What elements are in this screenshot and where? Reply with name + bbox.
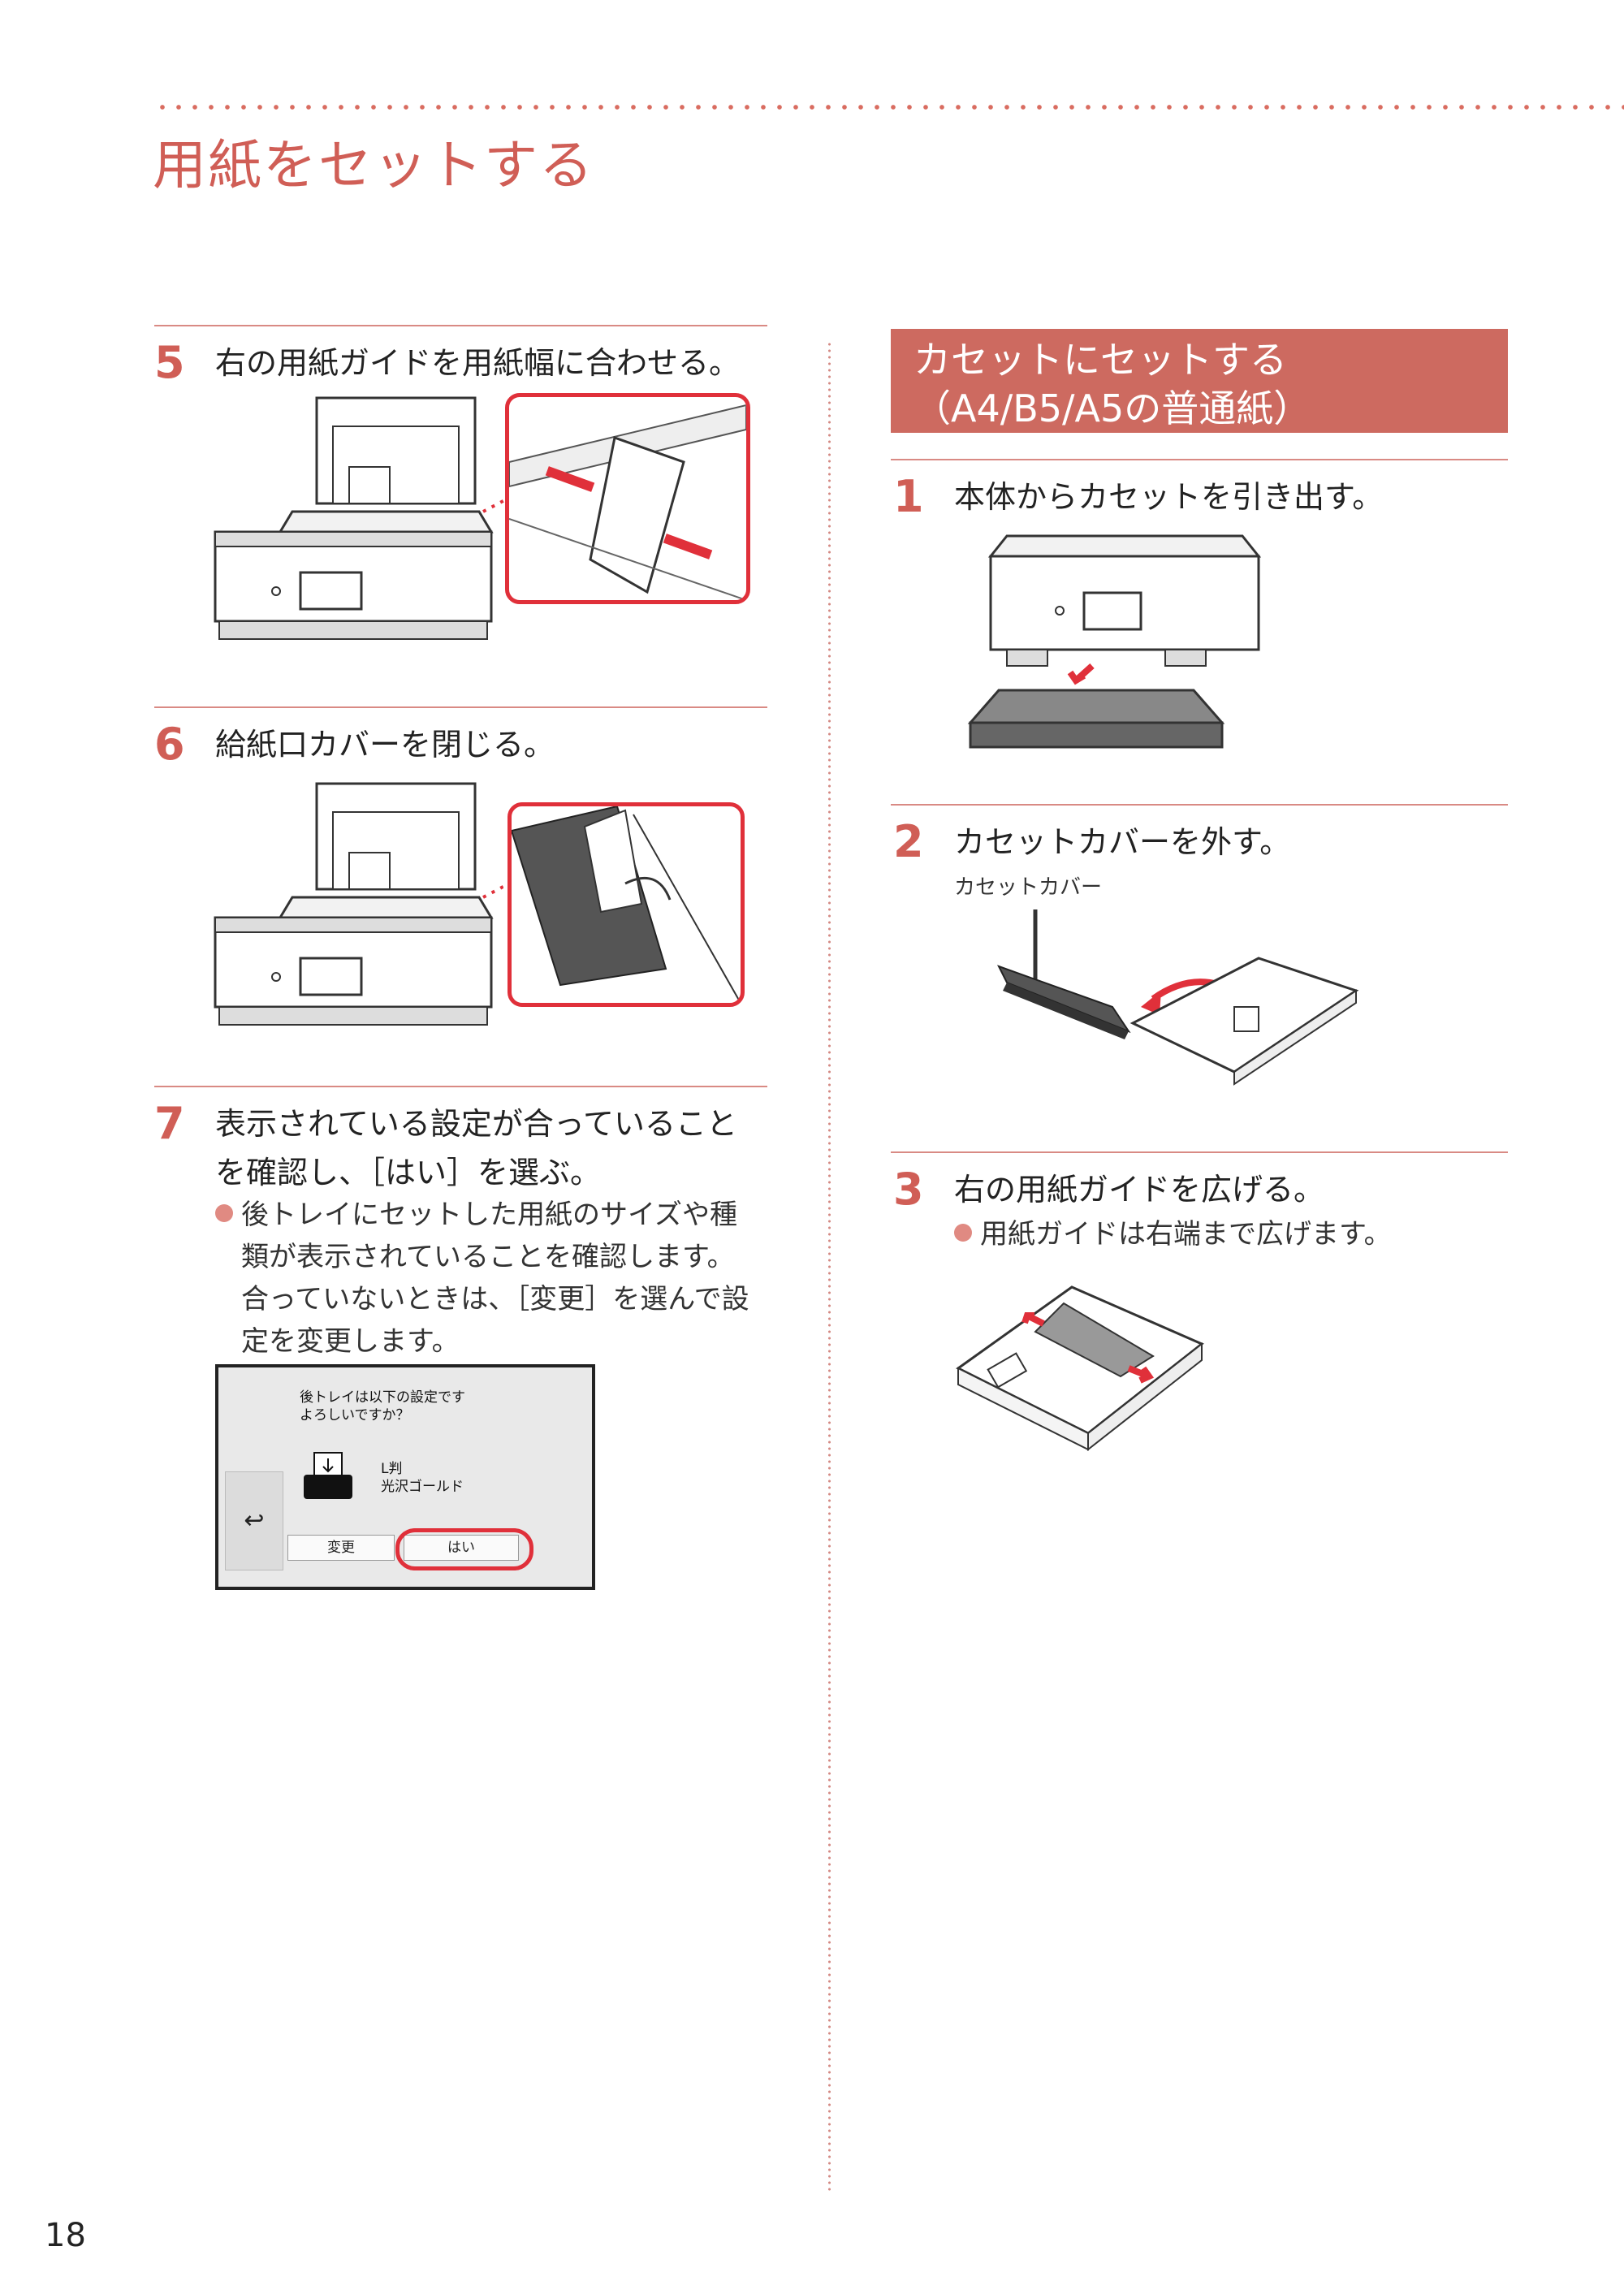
- step-text: 右の用紙ガイドを用紙幅に合わせる。: [215, 345, 741, 381]
- bullet-icon: [954, 1224, 972, 1242]
- note-line: 用紙ガイドは右端まで広げます。: [954, 1213, 1392, 1255]
- cassette-pull-illustration: [967, 534, 1262, 749]
- cassette-cover-caption: カセットカバー: [954, 875, 1103, 900]
- step-rule: [891, 1151, 1508, 1153]
- step-text: カセットカバーを外す。: [954, 824, 1291, 860]
- note-line: 類が表示されていることを確認します。: [241, 1241, 735, 1273]
- step-number: 5: [154, 337, 185, 388]
- step-number: 3: [893, 1164, 924, 1215]
- page-number: 18: [45, 2217, 86, 2254]
- step-rule: [154, 325, 767, 326]
- step-rule: [891, 459, 1508, 460]
- step-number: 6: [154, 719, 185, 770]
- step-rule: [891, 804, 1508, 806]
- step-rule: [154, 1086, 767, 1087]
- screen-message: 後トレイは以下の設定です よろしいですか？: [300, 1389, 465, 1423]
- change-button[interactable]: 変更: [287, 1535, 395, 1561]
- note-line: 後トレイにセットした用紙のサイズや種: [215, 1194, 737, 1236]
- step-number: 2: [893, 816, 924, 867]
- cassette-cover-illustration: [996, 909, 1359, 1086]
- highlight-ring: [395, 1528, 533, 1570]
- media-type: 光沢ゴールド: [381, 1479, 464, 1495]
- rear-tray-icon: [304, 1452, 352, 1499]
- column-divider: [828, 341, 831, 2192]
- printer-illustration-step5: [214, 396, 553, 640]
- yes-button[interactable]: はい: [404, 1535, 519, 1561]
- step-text: 給紙口カバーを閉じる。: [215, 727, 555, 763]
- step-number: 7: [154, 1098, 185, 1149]
- step-text: 表示されている設定が合っていること: [215, 1106, 737, 1142]
- printer-screen: 後トレイは以下の設定です よろしいですか？ L判 光沢ゴールド ↩ 変更 はい: [215, 1364, 595, 1590]
- step-text: 本体からカセットを引き出す。: [954, 479, 1384, 515]
- inset-feed-slot-cover: [508, 802, 745, 1007]
- inset-paper-guide: [505, 393, 750, 604]
- step-text: 右の用紙ガイドを広げる。: [954, 1172, 1325, 1207]
- media-size: L判: [381, 1461, 403, 1477]
- note-line: 定を変更します。: [241, 1325, 460, 1358]
- note-line: 合っていないときは、［変更］を選んで設: [241, 1283, 749, 1315]
- step-text: を確認し、［はい］を選ぶ。: [215, 1155, 602, 1190]
- section-heading-box: カセットにセットする（A4/B5/A5の普通紙）: [891, 329, 1508, 433]
- step-number: 1: [893, 471, 924, 522]
- step-rule: [154, 706, 767, 708]
- section-title: カセットにセットする（A4/B5/A5の普通紙）: [914, 338, 1311, 430]
- header-dotted-line: [154, 104, 1624, 110]
- printer-illustration-step6: [214, 782, 503, 1026]
- bullet-icon: [215, 1204, 233, 1222]
- page-title: 用紙をセットする: [153, 134, 594, 197]
- back-button[interactable]: ↩: [225, 1471, 283, 1570]
- paper-guide-spread-illustration: [956, 1285, 1204, 1452]
